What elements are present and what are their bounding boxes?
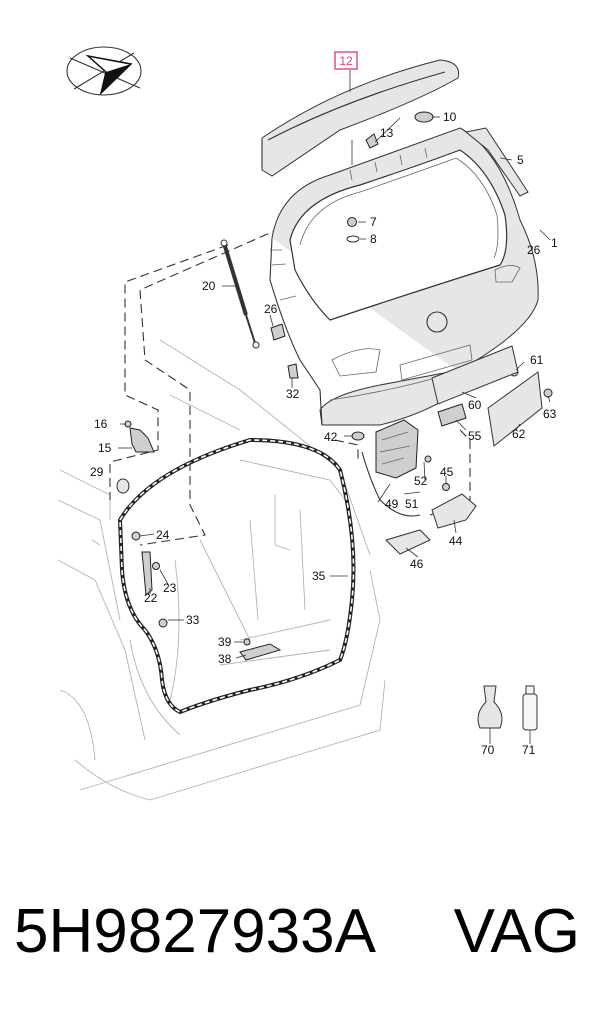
callout-26-upper: 26 — [527, 243, 541, 257]
sealant-tube-70 — [477, 685, 503, 729]
callout-70: 70 — [481, 743, 495, 757]
clip-10 — [414, 111, 434, 123]
callout-49: 49 — [385, 497, 399, 511]
callout-labels: 12 13 10 5 7 8 26 1 20 26 32 61 60 63 62… — [90, 54, 558, 757]
callout-35: 35 — [312, 569, 326, 583]
callout-23: 23 — [163, 581, 177, 595]
adhesive-bottle-71 — [522, 685, 538, 731]
callout-1: 1 — [551, 236, 558, 250]
orientation-arrow-icon — [66, 46, 142, 96]
assembly-dashed-lines — [109, 199, 471, 546]
callout-10: 10 — [443, 110, 457, 124]
side-trim-5 — [464, 127, 529, 197]
callout-63: 63 — [543, 407, 557, 421]
callout-42: 42 — [324, 430, 338, 444]
callout-55: 55 — [468, 429, 482, 443]
callout-15: 15 — [98, 441, 112, 455]
callout-38: 38 — [218, 652, 232, 666]
callout-62: 62 — [512, 427, 526, 441]
callout-45: 45 — [440, 465, 454, 479]
tailgate-seal-35 — [117, 437, 356, 715]
callout-33: 33 — [186, 613, 200, 627]
callout-16: 16 — [94, 417, 108, 431]
callout-46: 46 — [410, 557, 424, 571]
callout-32: 32 — [286, 387, 300, 401]
callout-51: 51 — [405, 497, 419, 511]
callout-52: 52 — [414, 474, 428, 488]
part-number: 5H9827933A — [14, 897, 376, 966]
brand-label: VAG — [453, 897, 580, 966]
callout-7: 7 — [370, 215, 377, 229]
callout-24: 24 — [156, 528, 170, 542]
callout-44: 44 — [449, 534, 463, 548]
lock-actuator-51 — [361, 419, 421, 517]
callout-12: 12 — [339, 54, 353, 68]
callout-61: 61 — [530, 353, 544, 367]
gas-strut-20 — [220, 239, 260, 349]
callout-20: 20 — [202, 279, 216, 293]
callout-5: 5 — [517, 153, 524, 167]
fasteners — [116, 133, 553, 661]
callout-13: 13 — [380, 126, 394, 140]
callout-29: 29 — [90, 465, 104, 479]
callout-leaders — [118, 70, 551, 744]
callout-26-lower: 26 — [264, 302, 278, 316]
callout-8: 8 — [370, 232, 377, 246]
part-number-footer: 5H9827933A VAG — [14, 896, 594, 976]
license-plate-60 — [431, 345, 543, 447]
callout-39: 39 — [218, 635, 232, 649]
tailgate-assembly-1 — [269, 127, 539, 426]
highlight-box-12 — [334, 51, 358, 70]
callout-22: 22 — [144, 591, 158, 605]
plate-light-55 — [437, 403, 467, 427]
callout-71: 71 — [522, 743, 536, 757]
car-body-outline — [57, 339, 386, 801]
callout-60: 60 — [468, 398, 482, 412]
release-handle-44 — [385, 493, 477, 555]
rear-spoiler-12 — [261, 59, 460, 177]
